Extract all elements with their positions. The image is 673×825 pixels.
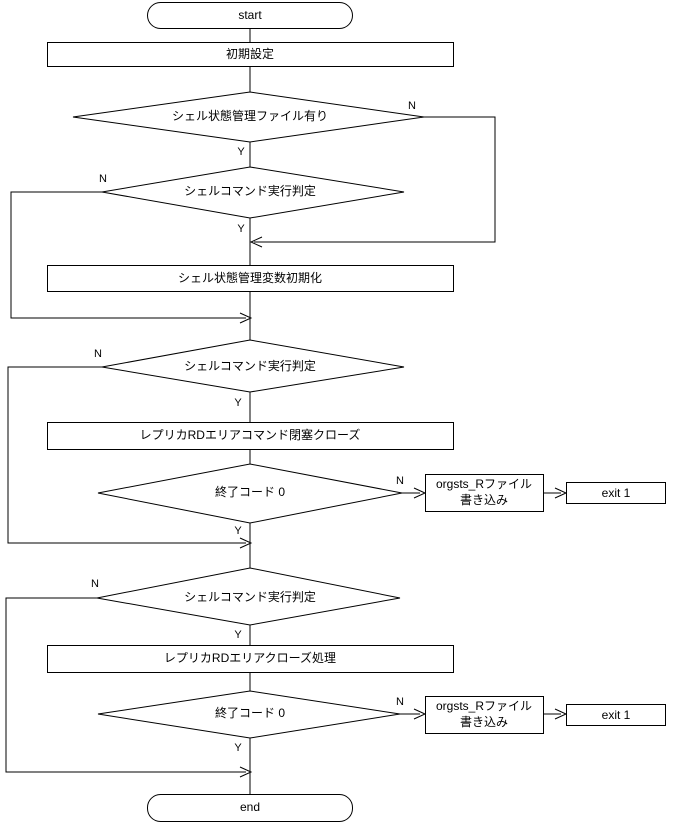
- branch-label-decrc2-yes: Y: [234, 742, 242, 754]
- orgsts-write-1-label-line1: orgsts_Rファイル: [436, 477, 532, 491]
- node-orgsts-write-1[interactable]: orgsts_Rファイル 書き込み: [425, 474, 544, 512]
- decision-shell-cmd-1-shape: [101, 166, 405, 219]
- node-decision-shell-cmd-3[interactable]: シェルコマンド実行判定: [96, 567, 401, 626]
- node-decision-return-code-2[interactable]: 終了コード 0: [97, 690, 401, 739]
- decision-shell-cmd-1-label: シェルコマンド実行判定: [184, 183, 316, 198]
- rd-area-cmd-close-label: レプリカRDエリアコマンド閉塞クローズ: [140, 427, 361, 442]
- rd-area-cmd-close-shape: [47, 422, 454, 450]
- init-shell-vars-shape: [47, 265, 454, 292]
- exit1-b-shape: [566, 704, 666, 726]
- branch-label-deccmd3-yes: Y: [234, 629, 242, 641]
- node-start[interactable]: start: [147, 2, 353, 29]
- node-init-shell-vars[interactable]: シェル状態管理変数初期化: [47, 265, 454, 292]
- node-orgsts-write-2[interactable]: orgsts_Rファイル 書き込み: [425, 696, 544, 734]
- orgsts-write-2-label-line1: orgsts_Rファイル: [436, 699, 532, 713]
- branch-label-decrc1-yes: Y: [234, 525, 242, 537]
- decision-return-code-2-shape: [97, 690, 401, 739]
- init-process-shape: [47, 42, 454, 67]
- orgsts-write-2-shape: [425, 696, 544, 734]
- arrowhead-deccmd1-no: [239, 312, 253, 324]
- decision-shell-state-file-label: シェル状態管理ファイル有り: [172, 108, 328, 123]
- node-rd-area-cmd-close[interactable]: レプリカRDエリアコマンド閉塞クローズ: [47, 422, 454, 450]
- connector-decfile-no-bus: [254, 116, 496, 243]
- exit1-b-label: exit 1: [602, 708, 631, 722]
- node-decision-shell-cmd-1[interactable]: シェルコマンド実行判定: [101, 166, 405, 219]
- start-terminator-shape: [147, 2, 353, 29]
- branch-label-decfile-yes: Y: [237, 146, 245, 158]
- arrowhead-deccmd3-no: [239, 766, 253, 778]
- node-exit1-a[interactable]: exit 1: [566, 482, 666, 504]
- node-end[interactable]: end: [147, 794, 353, 822]
- arrowhead-decfile-no: [249, 236, 263, 248]
- branch-label-deccmd1-no: N: [99, 173, 107, 185]
- branch-label-decrc2-no: N: [396, 696, 404, 708]
- decision-return-code-1-label: 終了コード 0: [215, 484, 285, 499]
- init-label: 初期設定: [226, 46, 274, 61]
- orgsts-write-2-label-line2: 書き込み: [460, 715, 508, 729]
- end-label: end: [240, 800, 260, 814]
- branch-label-decrc1-no: N: [396, 475, 404, 487]
- connector-deccmd2-no-bus: [7, 366, 246, 544]
- end-terminator-shape: [147, 794, 353, 822]
- node-exit1-b[interactable]: exit 1: [566, 704, 666, 726]
- exit1-a-label: exit 1: [602, 486, 631, 500]
- decision-shell-cmd-2-shape: [101, 339, 405, 393]
- node-init[interactable]: 初期設定: [47, 42, 454, 67]
- exit1-a-shape: [566, 482, 666, 504]
- branch-label-decfile-no: N: [408, 100, 416, 112]
- branch-label-deccmd2-no: N: [94, 348, 102, 360]
- node-rd-area-close[interactable]: レプリカRDエリアクローズ処理: [47, 645, 454, 673]
- arrowhead-deccmd2-no: [239, 537, 253, 549]
- init-shell-vars-label: シェル状態管理変数初期化: [178, 270, 322, 285]
- connector-layer: [5, 28, 568, 794]
- decision-return-code-1-shape: [97, 463, 403, 524]
- branch-label-deccmd1-yes: Y: [237, 223, 245, 235]
- branch-label-deccmd2-yes: Y: [234, 397, 242, 409]
- orgsts-write-1-label-line2: 書き込み: [460, 493, 508, 507]
- decision-shell-cmd-3-label: シェルコマンド実行判定: [184, 589, 316, 604]
- rd-area-close-shape: [47, 645, 454, 673]
- rd-area-close-label: レプリカRDエリアクローズ処理: [164, 650, 336, 665]
- decision-shell-state-file-shape: [72, 91, 425, 143]
- connector-deccmd3-no-bus: [5, 597, 246, 773]
- branch-label-deccmd3-no: N: [91, 578, 99, 590]
- decision-shell-cmd-3-shape: [96, 567, 401, 626]
- connector-deccmd1-no-bus: [10, 191, 246, 319]
- start-label: start: [238, 8, 262, 22]
- node-decision-shell-state-file[interactable]: シェル状態管理ファイル有り: [72, 91, 425, 143]
- node-decision-return-code-1[interactable]: 終了コード 0: [97, 463, 403, 524]
- node-decision-shell-cmd-2[interactable]: シェルコマンド実行判定: [101, 339, 405, 393]
- orgsts-write-1-shape: [425, 474, 544, 512]
- decision-shell-cmd-2-label: シェルコマンド実行判定: [184, 358, 316, 373]
- decision-return-code-2-label: 終了コード 0: [215, 705, 285, 720]
